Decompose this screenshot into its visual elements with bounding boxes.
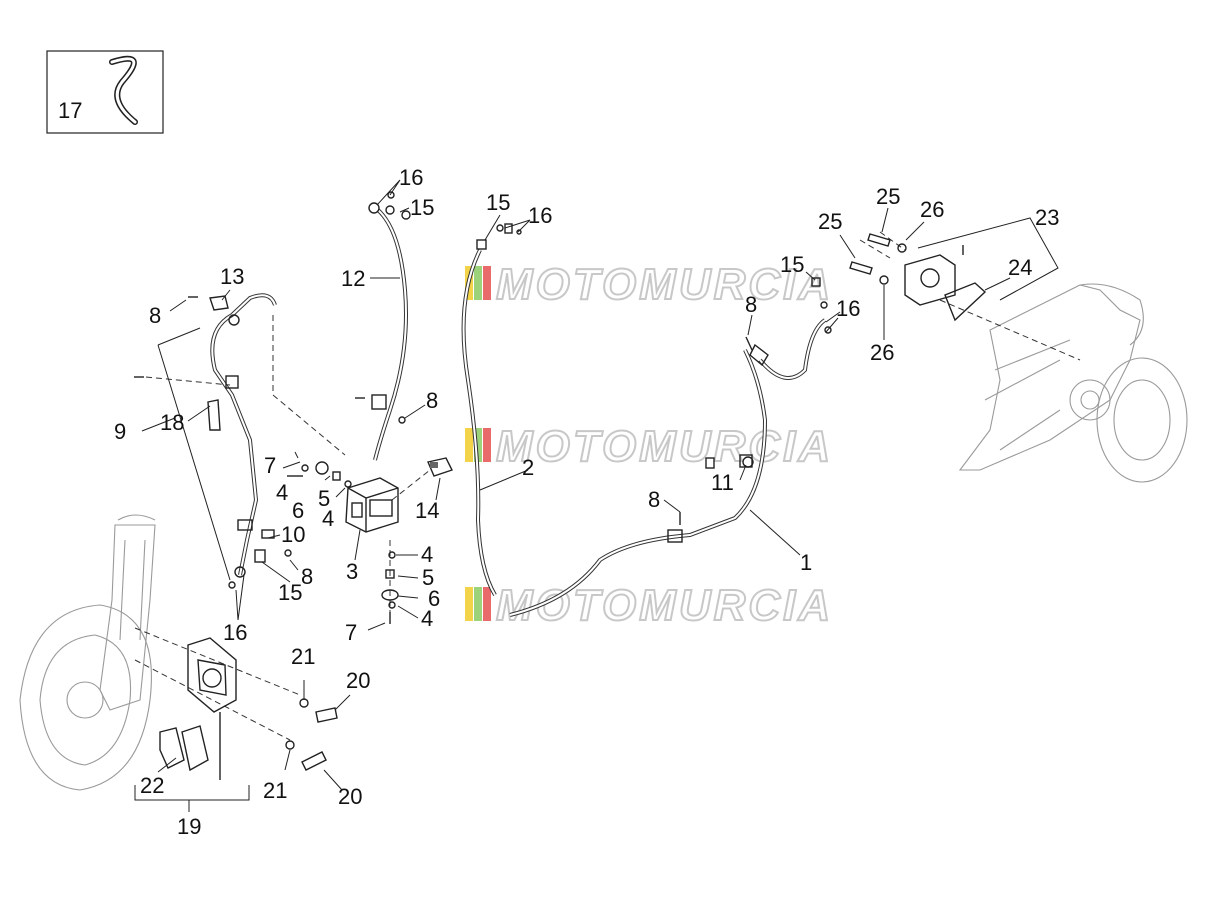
part-label-18: 18: [160, 410, 184, 435]
part-label-21: 21: [263, 778, 287, 803]
part-label-4: 4: [421, 542, 433, 567]
part-label-2: 2: [522, 455, 534, 480]
hose-12: [368, 202, 408, 461]
part-label-16: 16: [528, 203, 552, 228]
watermark-text-1: MOTOMURCIA: [496, 260, 833, 309]
watermark-2: MOTOMURCIA: [465, 421, 833, 472]
hose-1: [509, 318, 827, 617]
part-label-26: 26: [920, 197, 944, 222]
part-labels: 1 2 3 4 4 4 4 5 5 6 6 7 7 8 8 8 8 8 9 10…: [114, 165, 1059, 839]
part-label-25: 25: [818, 209, 842, 234]
part-label-4: 4: [421, 606, 433, 631]
part-label-16: 16: [836, 296, 860, 321]
part-label-16: 16: [399, 165, 423, 190]
watermark-text-2: MOTOMURCIA: [496, 422, 833, 471]
part-label-24: 24: [1008, 255, 1032, 280]
part-label-23: 23: [1035, 205, 1059, 230]
part-label-14: 14: [415, 498, 439, 523]
part-label-20: 20: [338, 784, 362, 809]
watermark-text-3: MOTOMURCIA: [496, 581, 833, 630]
leader-lines: [141, 179, 1011, 791]
part-label-8: 8: [301, 564, 313, 589]
group-brackets: [134, 217, 1059, 812]
part-label-8: 8: [648, 487, 660, 512]
part-label-15: 15: [780, 252, 804, 277]
rear-caliper-bolts: [849, 233, 907, 285]
part-label-13: 13: [220, 264, 244, 289]
part-label-8: 8: [426, 388, 438, 413]
rear-swingarm-and-disc: [958, 283, 1188, 483]
part-label-12: 12: [341, 266, 365, 291]
part-label-10: 10: [281, 522, 305, 547]
part-label-4: 4: [276, 480, 288, 505]
part-label-9: 9: [114, 419, 126, 444]
front-brake-hose: [207, 293, 277, 578]
part-label-15: 15: [410, 195, 434, 220]
mount-hardware: [287, 461, 399, 624]
part-label-6: 6: [292, 498, 304, 523]
watermark-1: MOTOMURCIA: [465, 259, 833, 310]
part-label-inset: 17: [58, 98, 82, 123]
part-label-21: 21: [291, 644, 315, 669]
small-fittings: [134, 191, 832, 589]
inset-part-17: 17: [46, 50, 164, 134]
front-fork-and-disc: [19, 514, 156, 791]
part-label-20: 20: [346, 668, 370, 693]
bracket-14: [427, 457, 453, 477]
front-caliper: [187, 637, 237, 780]
part-label-5: 5: [318, 486, 330, 511]
part-label-11: 11: [711, 470, 734, 495]
part-label-3: 3: [346, 559, 358, 584]
part-label-15: 15: [278, 580, 302, 605]
part-label-5: 5: [422, 565, 434, 590]
part-label-7: 7: [264, 453, 276, 478]
hose-2: [461, 249, 497, 597]
part-label-22: 22: [140, 773, 164, 798]
part-label-25: 25: [876, 184, 900, 209]
part-label-15: 15: [486, 190, 510, 215]
rear-caliper: [904, 245, 987, 322]
part-label-4: 4: [322, 506, 334, 531]
part-label-7: 7: [345, 620, 357, 645]
front-brake-pads: [159, 725, 209, 772]
part-label-26: 26: [870, 340, 894, 365]
caliper-bolts: [285, 698, 338, 771]
part-label-8: 8: [149, 303, 161, 328]
abs-modulator: [345, 477, 399, 533]
part-label-1: 1: [800, 550, 812, 575]
part-label-19: 19: [177, 814, 201, 839]
part-label-6: 6: [428, 586, 440, 611]
watermark-3: MOTOMURCIA: [465, 580, 833, 631]
part-label-16: 16: [223, 620, 247, 645]
part-label-8: 8: [745, 292, 757, 317]
